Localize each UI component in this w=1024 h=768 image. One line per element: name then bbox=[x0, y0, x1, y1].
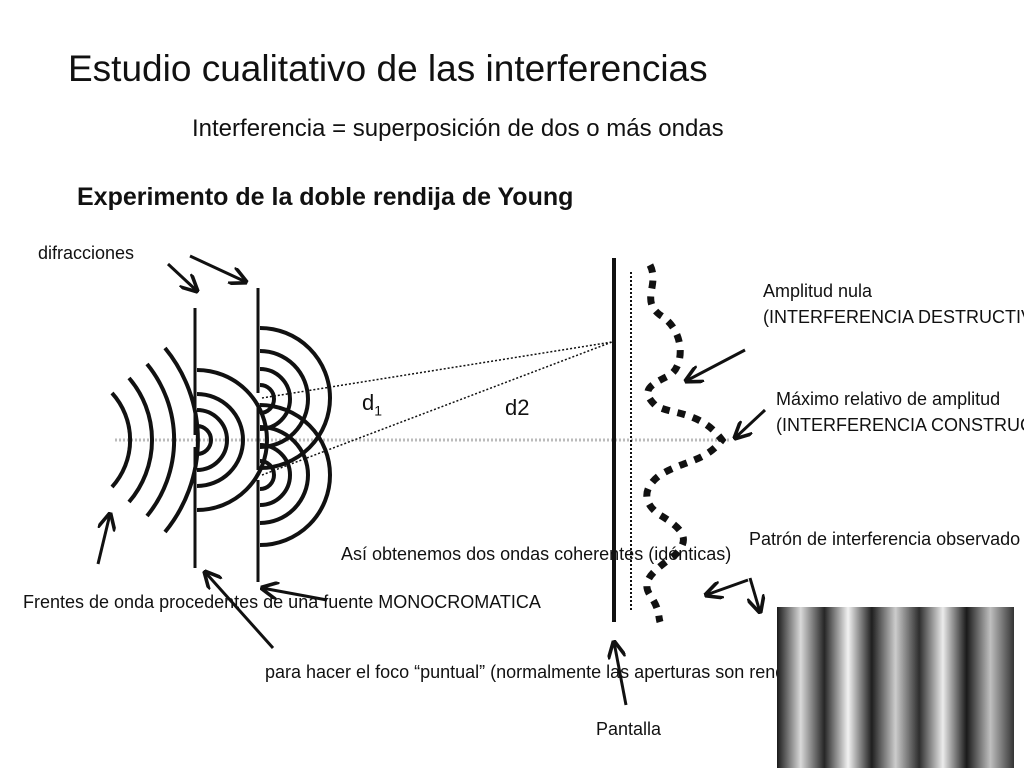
upper-slit-diffraction bbox=[259, 326, 332, 470]
label-interferencia-constructiva: (INTERFERENCIA CONSTRUCTIVA) bbox=[776, 415, 1024, 435]
arrow-frentes bbox=[96, 514, 110, 565]
arrow-pantalla bbox=[614, 642, 628, 706]
intensity-curve bbox=[643, 263, 727, 623]
arrow-difracciones-2 bbox=[189, 254, 246, 282]
label-puntual: para hacer el foco “puntual” (normalment… bbox=[265, 662, 777, 682]
fringe-pattern-image bbox=[777, 607, 1014, 768]
label-d1: d1 bbox=[362, 390, 383, 419]
arrow-amplitud-nula bbox=[686, 348, 746, 381]
label-patron: Patrón de interferencia observado bbox=[749, 529, 1021, 549]
path-d1 bbox=[261, 341, 613, 399]
section-heading: Experimento de la doble rendija de Young bbox=[77, 183, 574, 211]
first-slit-diffraction bbox=[196, 368, 269, 512]
annotation-arrows bbox=[96, 254, 767, 706]
lower-slit-diffraction bbox=[259, 403, 332, 547]
label-amplitud-nula: Amplitud nula bbox=[763, 281, 873, 301]
subtitle: Interferencia = superposición de dos o m… bbox=[192, 115, 724, 142]
label-interferencia-destructiva: (INTERFERENCIA DESTRUCTIVA) bbox=[763, 307, 1024, 327]
label-frentes: Frentes de onda procedentes de una fuent… bbox=[23, 592, 541, 612]
label-d2: d2 bbox=[505, 395, 530, 420]
page-title: Estudio cualitativo de las interferencia… bbox=[68, 48, 708, 89]
arrow-coherentes bbox=[262, 588, 328, 602]
arrow-patron-2 bbox=[750, 577, 760, 612]
incoming-wavefronts bbox=[110, 346, 200, 534]
arrow-patron-1 bbox=[706, 578, 749, 595]
path-d2 bbox=[261, 341, 613, 476]
arrow-maximo bbox=[735, 408, 767, 438]
label-pantalla: Pantalla bbox=[596, 719, 662, 739]
label-coherentes: Así obtenemos dos ondas coherentes (idén… bbox=[341, 544, 732, 564]
label-difracciones: difracciones bbox=[38, 243, 135, 263]
arrow-puntual-1 bbox=[205, 572, 275, 650]
label-maximo-relativo: Máximo relativo de amplitud bbox=[776, 389, 1001, 409]
arrow-difracciones-1 bbox=[166, 262, 197, 291]
